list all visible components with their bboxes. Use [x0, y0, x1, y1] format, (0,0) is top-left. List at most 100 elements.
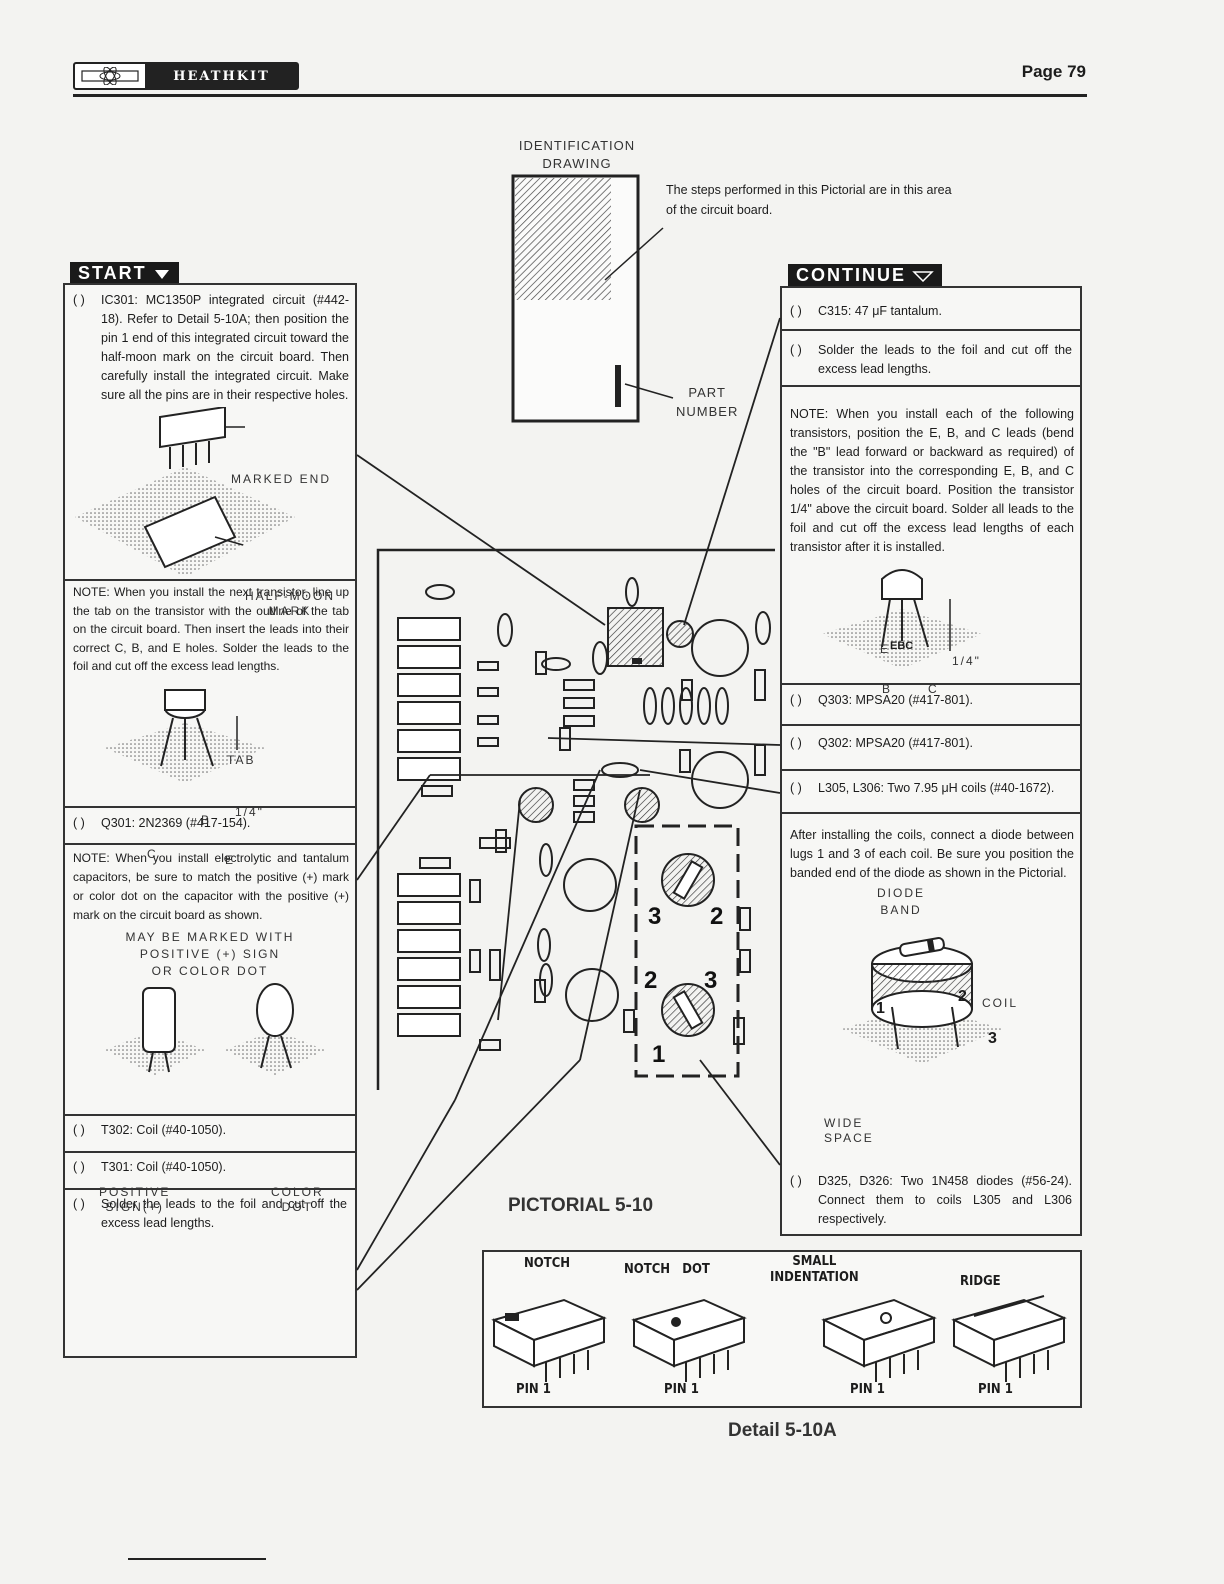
- pictorial-caption: PICTORIAL 5-10: [508, 1195, 654, 1216]
- step-d325: ( ) D325, D326: Two 1N458 diodes (#56-24…: [782, 1170, 1080, 1231]
- identification-drawing: [511, 174, 674, 423]
- logo-atom-icon: [75, 64, 146, 88]
- left-steps-panel: ( ) IC301: MC1350P integrated circuit (#…: [63, 283, 357, 1358]
- checkbox-l305[interactable]: ( ): [790, 781, 802, 795]
- color-dot-line1: COLOR: [271, 1185, 324, 1199]
- checkbox-t302[interactable]: ( ): [73, 1122, 85, 1137]
- continue-text: CONTINUE: [796, 265, 906, 285]
- footer-rule: [128, 1558, 266, 1560]
- may-be-marked-label: MAY BE MARKED WITH POSITIVE (+) SIGN OR …: [65, 929, 355, 980]
- checkbox-q301[interactable]: ( ): [73, 815, 85, 830]
- step-ic301: ( ) IC301: MC1350P integrated circuit (#…: [65, 285, 355, 407]
- marked-end-label: MARKED END: [231, 472, 332, 486]
- step-t302-text: T302: Coil (#40-1050).: [101, 1122, 227, 1137]
- coil-label: COIL: [982, 996, 1019, 1010]
- wide-space-line1: WIDE: [824, 1116, 864, 1130]
- notch-label: NOTCH: [524, 1256, 571, 1271]
- step-q302: ( ) Q302: MPSA20 (#417-801).: [782, 726, 1080, 761]
- diode-band-line1: DIODE: [876, 886, 925, 900]
- may-be-marked-line2: POSITIVE (+) SIGN: [139, 946, 281, 961]
- checkbox-c315[interactable]: ( ): [790, 304, 802, 318]
- ic-orientation-drawings: [491, 1295, 1067, 1382]
- wide-space-label: WIDE SPACE: [824, 1116, 874, 1146]
- coil-diode-illustration: [842, 937, 1002, 1064]
- positive-sign-line1: POSITIVE: [99, 1185, 171, 1199]
- transistor-ebc-illustration: [822, 569, 982, 669]
- checkbox-ic301[interactable]: ( ): [73, 293, 85, 307]
- coil-lug-number: 3: [704, 967, 717, 994]
- page-number: Page 79: [1021, 62, 1086, 81]
- checkbox-q303[interactable]: ( ): [790, 693, 802, 707]
- heathkit-logo: HEATHKIT: [73, 62, 299, 90]
- checkbox-right-solder[interactable]: ( ): [790, 343, 802, 357]
- step-q302-text: Q302: MPSA20 (#417-801).: [818, 736, 973, 750]
- identification-title-line2: DRAWING: [542, 156, 612, 171]
- brand-name: HEATHKIT: [146, 64, 297, 88]
- step-l305: ( ) L305, L306: Two 7.95 μH coils (#40-1…: [782, 771, 1080, 806]
- step-t301-text: T301: Coil (#40-1050).: [101, 1159, 227, 1174]
- coil-lug-number: 2: [644, 967, 657, 994]
- half-moon-line2: MARK: [268, 604, 312, 618]
- small-indentation-line1: SMALL: [792, 1254, 837, 1269]
- positive-sign-line2: SIGN(+): [105, 1200, 164, 1214]
- step-d325-text: D325, D326: Two 1N458 diodes (#56-24). C…: [818, 1174, 1072, 1226]
- step-left-solder: ( ) Solder the leads to the foil and cut…: [65, 1190, 355, 1238]
- diode-band-line2: BAND: [880, 903, 922, 917]
- note-caps: NOTE: When you install electrolytic and …: [73, 850, 349, 922]
- step-l305-text: L305, L306: Two 7.95 μH coils (#40-1672)…: [818, 781, 1055, 795]
- half-moon-line1: HALF-MOON: [245, 589, 335, 603]
- half-moon-label: HALF-MOON MARK: [245, 589, 335, 619]
- tab-label: TAB: [227, 753, 256, 767]
- right-lead-b-label: B: [882, 682, 893, 696]
- lug-1-label: 1: [876, 1000, 885, 1017]
- checkbox-left-solder[interactable]: ( ): [73, 1196, 85, 1211]
- checkbox-q302[interactable]: ( ): [790, 736, 802, 750]
- positive-sign-label: POSITIVE SIGN(+): [99, 1185, 170, 1215]
- step-t302: ( ) T302: Coil (#40-1050).: [65, 1116, 355, 1145]
- identification-title: IDENTIFICATION DRAWING: [512, 137, 642, 173]
- small-indentation-label: SMALL INDENTATION: [770, 1254, 859, 1286]
- start-text: START: [78, 263, 147, 283]
- notch-dot-label: NOTCH DOT: [624, 1262, 710, 1277]
- may-be-marked-line1: MAY BE MARKED WITH: [125, 929, 295, 944]
- continue-label: CONTINUE: [788, 264, 942, 287]
- detail-panel: NOTCH NOTCH DOT SMALL INDENTATION RIDGE: [482, 1250, 1082, 1408]
- step-ic301-text: IC301: MC1350P integrated circuit (#442-…: [101, 293, 349, 402]
- arrow-down-icon: [154, 269, 169, 279]
- step-q301-text: Q301: 2N2369 (#417-154).: [101, 815, 251, 830]
- diode-band-label: DIODE BAND: [722, 885, 1080, 919]
- step-q303-text: Q303: MPSA20 (#417-801).: [818, 693, 973, 707]
- capacitor-illustration: [105, 982, 325, 1075]
- lug-2-label: 2: [958, 988, 967, 1005]
- coil-lug-number: 2: [710, 903, 723, 930]
- step-right-solder-text: Solder the leads to the foil and cut off…: [818, 343, 1072, 376]
- right-quarter-inch-label: 1/4": [952, 654, 981, 668]
- coil-lug-number: 1: [652, 1041, 665, 1068]
- step-right-solder: ( ) Solder the leads to the foil and cut…: [782, 331, 1080, 385]
- step-q303: ( ) Q303: MPSA20 (#417-801).: [782, 685, 1080, 716]
- checkbox-d325[interactable]: ( ): [790, 1174, 802, 1188]
- ridge-label: RIDGE: [960, 1274, 1001, 1289]
- header-rule: [73, 94, 1087, 97]
- part-number-label: PART NUMBER: [676, 383, 738, 421]
- identification-title-line1: IDENTIFICATION: [518, 138, 636, 153]
- quarter-inch-label: 1/4": [235, 805, 264, 819]
- lead-b-label: B: [201, 813, 212, 827]
- pin1-label: PIN 1: [978, 1382, 1013, 1397]
- part-label-line1: PART: [688, 385, 726, 400]
- step-t301: ( ) T301: Coil (#40-1050).: [65, 1153, 355, 1182]
- right-lead-e-label: E: [880, 642, 891, 656]
- note-transistors: NOTE: When you install each of the follo…: [790, 407, 1074, 554]
- may-be-marked-line3: OR COLOR DOT: [151, 963, 269, 978]
- transistor-tab-illustration: [105, 688, 265, 783]
- color-dot-label: COLOR DOT: [271, 1185, 324, 1215]
- step-left-solder-text: Solder the leads to the foil and cut off…: [101, 1196, 347, 1230]
- note-coils: After installing the coils, connect a di…: [790, 828, 1074, 880]
- wide-space-line2: SPACE: [824, 1131, 874, 1145]
- right-lead-c-label: C: [928, 682, 939, 696]
- part-label-line2: NUMBER: [676, 404, 739, 419]
- start-label: START: [70, 262, 179, 285]
- coil-lug-number: 3: [648, 903, 661, 930]
- arrow-down-outline-icon: [912, 270, 934, 282]
- checkbox-t301[interactable]: ( ): [73, 1159, 85, 1174]
